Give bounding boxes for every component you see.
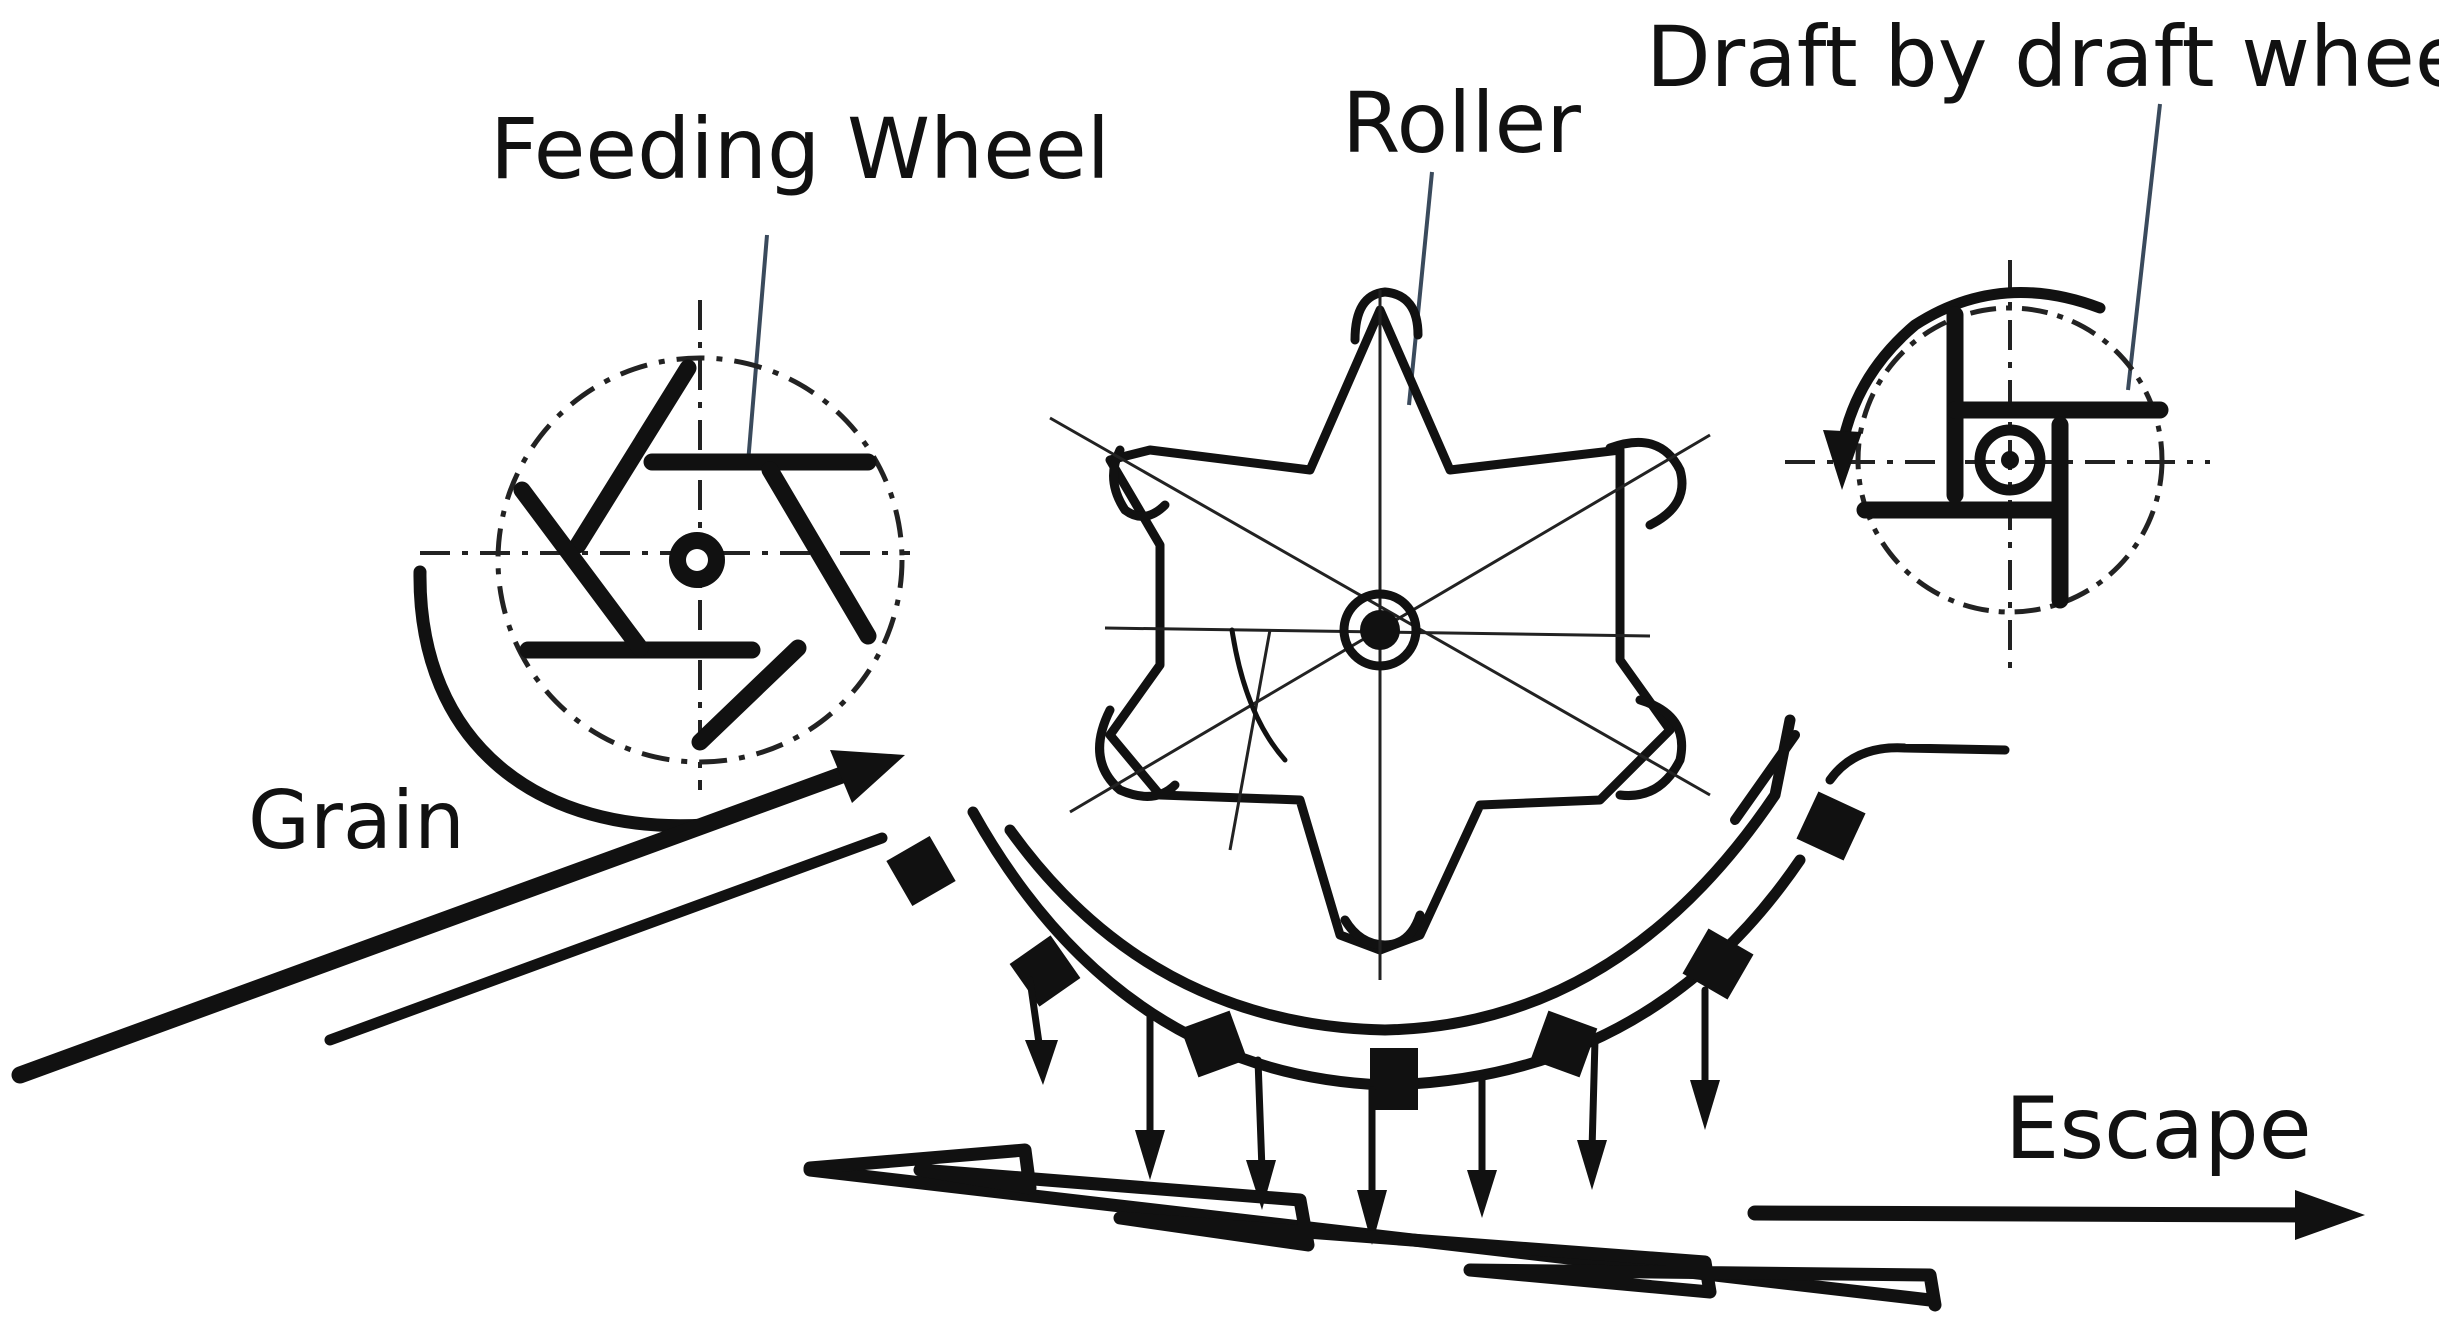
draft-wheel xyxy=(1785,260,2210,680)
clamp xyxy=(1682,928,1754,1000)
feeding-wheel-leader xyxy=(746,234,769,464)
roller-label: Roller xyxy=(1342,74,1581,172)
auger-flights xyxy=(803,1143,1942,1312)
escape-arrow xyxy=(1747,1190,2365,1240)
drop-arrow xyxy=(1577,1036,1607,1190)
feeding-wheel xyxy=(413,300,910,833)
draft-wheel-rotation-arrowhead xyxy=(1823,430,1862,490)
concave-clamps xyxy=(886,791,1866,1110)
drop-arrow xyxy=(1357,1086,1387,1245)
clamp xyxy=(1009,935,1081,1007)
leader-lines xyxy=(746,103,2162,464)
roller-inner-arc xyxy=(1229,627,1288,763)
roller-hub-outer xyxy=(1339,589,1421,671)
feeding-wheel-guard xyxy=(413,565,712,833)
grain-label: Grain xyxy=(248,774,465,867)
feeding-wheel-hub-hole xyxy=(686,549,708,571)
clamp xyxy=(1370,1048,1418,1110)
feeding-wheel-label: Feeding Wheel xyxy=(490,100,1110,198)
drop-arrows xyxy=(1025,976,1720,1245)
drop-arrow xyxy=(1246,1056,1276,1210)
clamp xyxy=(886,835,956,907)
concave-inner-arc xyxy=(1004,714,1796,1036)
drop-arrow xyxy=(1467,1074,1497,1218)
clamp xyxy=(1180,1010,1248,1078)
draft-wheel-rotation-arc xyxy=(1834,286,2106,466)
draft-wheel-hub xyxy=(1974,424,2046,496)
grain-input-arrowhead xyxy=(830,750,905,803)
concave-top-right xyxy=(1730,730,1800,825)
collecting-auger xyxy=(803,1143,1942,1312)
clamp xyxy=(1530,1010,1598,1078)
roller-tip-notches xyxy=(1095,287,1687,950)
draft-wheel-hub-center xyxy=(2001,451,2019,469)
draft-outlet-curve xyxy=(1825,743,2010,785)
draft-wheel-leader xyxy=(2126,103,2162,391)
drop-arrow xyxy=(1690,986,1720,1130)
grain-input-arrow-line xyxy=(11,763,859,1084)
grain-feed-arrows xyxy=(11,750,905,1084)
roller-leader xyxy=(1407,171,1434,406)
grain-chute-line xyxy=(324,832,888,1046)
draft-wheel-blades xyxy=(1856,306,2169,609)
roller xyxy=(1049,287,1711,980)
clamp xyxy=(1796,791,1866,861)
drop-arrow xyxy=(1025,976,1058,1085)
drop-arrow xyxy=(1135,1006,1165,1180)
concave xyxy=(886,714,2010,1245)
escape-label: Escape xyxy=(2005,1079,2312,1179)
feeding-wheel-blades xyxy=(513,359,877,751)
roller-hub-inner xyxy=(1360,610,1400,650)
draft-wheel-label: Draft by draft wheel xyxy=(1646,8,2439,106)
